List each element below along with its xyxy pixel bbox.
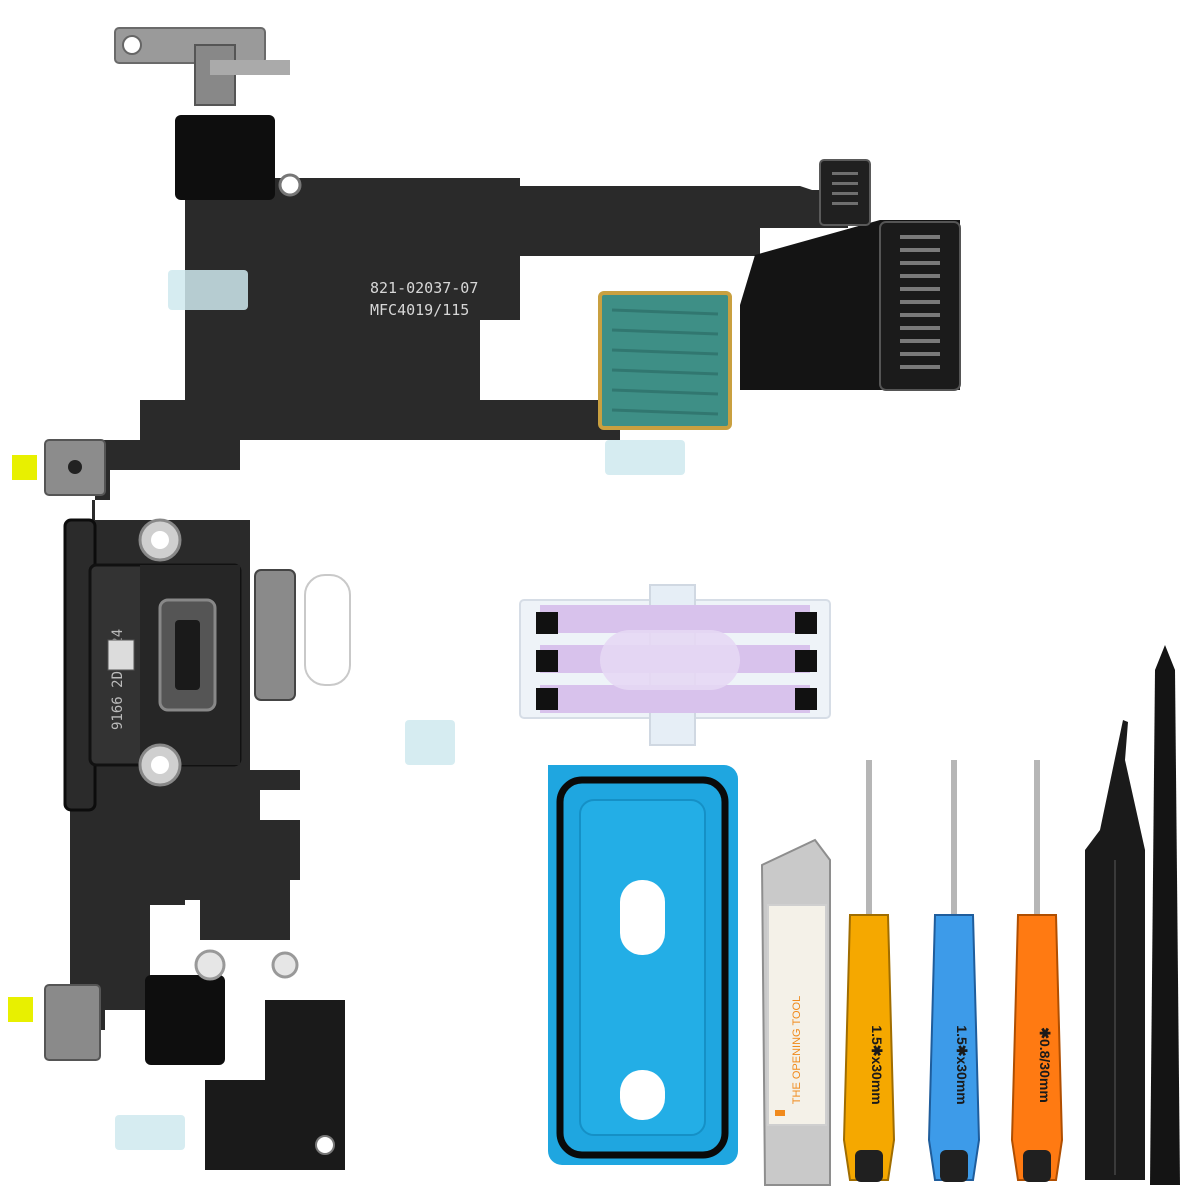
screwdriver-3: ✱0.8/30mm — [1010, 760, 1064, 1182]
bottom-brackets — [8, 949, 345, 1170]
white-pad — [304, 574, 351, 686]
battery-adhesive-strips — [519, 584, 831, 746]
screwdriver-2-label: 1.5✱x30mm — [954, 1025, 970, 1104]
middle-left-bracket — [12, 439, 106, 496]
clear-film-tab — [605, 440, 685, 475]
part-number-text: 821-02037-07 — [370, 279, 478, 297]
charging-port-flex-cable: 9166 2D 2024 821-02037-07 MFC4019/115 — [8, 27, 961, 1170]
board-connector — [879, 221, 961, 391]
connector-pins — [900, 235, 940, 369]
clear-film-tab-middle — [405, 720, 455, 765]
screwdriver-2: 1.5✱x30mm — [927, 760, 981, 1182]
waterproof-frame-seal — [548, 765, 738, 1165]
screwdriver-1: 1.5✱x30mm — [842, 760, 896, 1182]
screwdriver-3-label: ✱0.8/30mm — [1037, 1027, 1053, 1103]
screwdriver-1-label: 1.5✱x30mm — [869, 1025, 885, 1104]
batch-code-text: MFC4019/115 — [370, 301, 469, 319]
flex-cable-body — [70, 178, 848, 1030]
spudger — [1150, 645, 1180, 1185]
opening-tool-label: THE OPENING TOOL — [791, 996, 803, 1104]
tweezers — [1085, 720, 1145, 1180]
top-metal-bracket — [114, 27, 302, 310]
opening-tool: THE OPENING TOOL — [760, 838, 831, 1186]
metal-shield — [254, 569, 296, 701]
charging-port-connector: 9166 2D 2024 — [63, 518, 242, 812]
qr-code — [107, 639, 135, 671]
